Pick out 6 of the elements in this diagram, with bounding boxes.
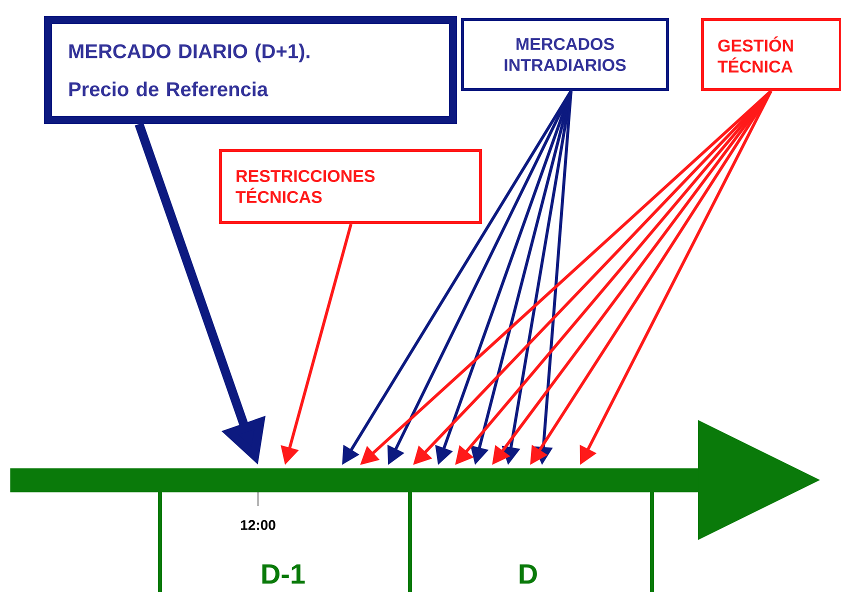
restrictions-box: RESTRICCIONES TÉCNICAS — [219, 149, 482, 224]
time-label: 12:00 — [240, 520, 276, 530]
market-box: MERCADOS INTRADIARIOS — [461, 18, 669, 91]
management-box: GESTIÓN TÉCNICA — [701, 18, 841, 91]
market-box: MERCADO DIARIO (D+1). Precio de Referencia — [44, 16, 457, 124]
timeline-arrow — [10, 420, 820, 540]
